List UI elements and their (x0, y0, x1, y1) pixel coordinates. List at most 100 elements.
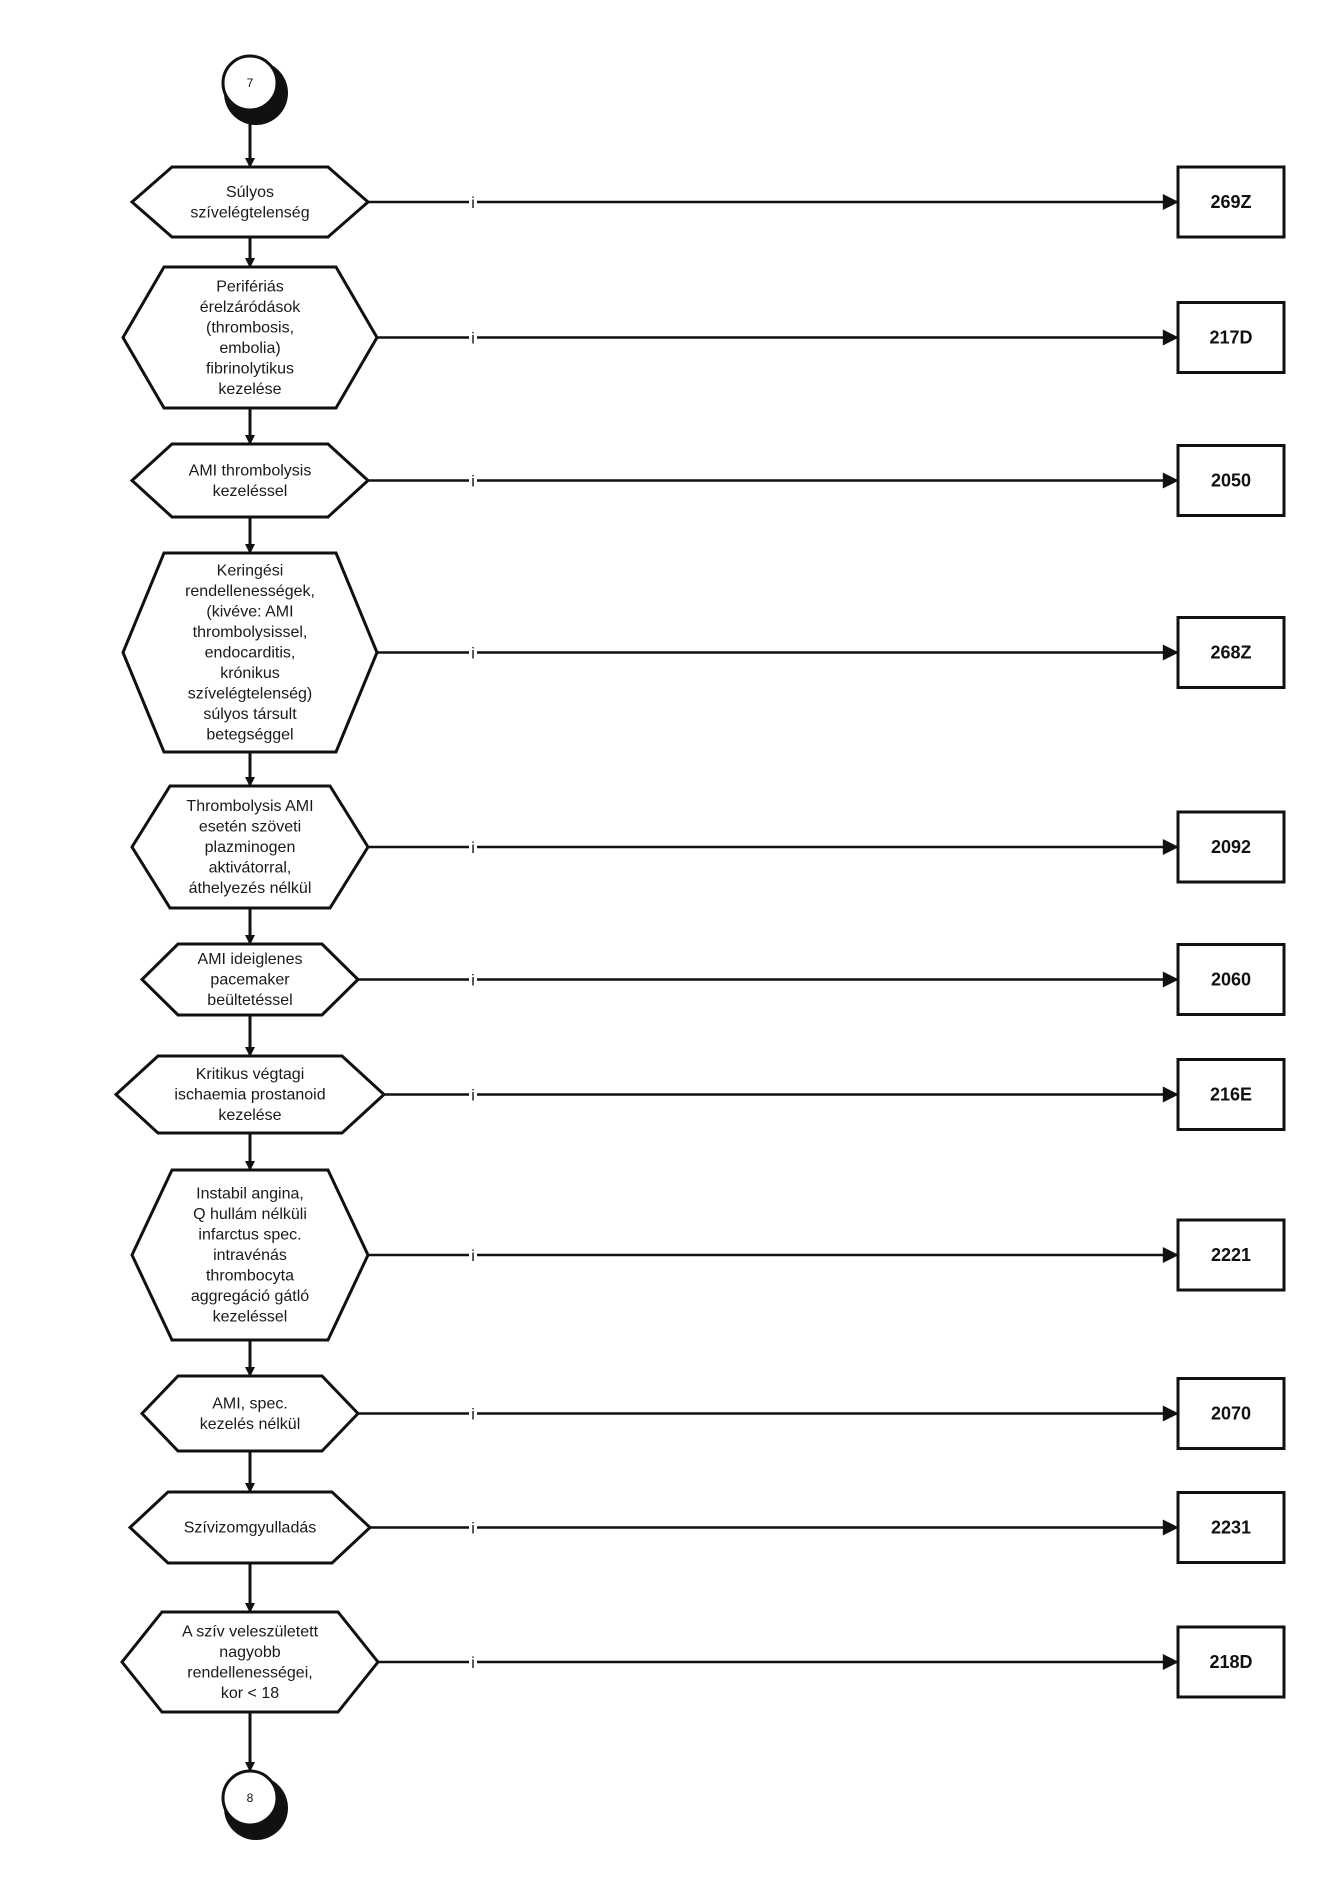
decision-node: Kritikus végtagi ischaemia prostanoid keze… (113, 1054, 1286, 1135)
branch-label-bg (469, 1516, 477, 1537)
decision-label-line: plazminogen (205, 839, 296, 856)
branch-label: i (471, 973, 475, 990)
outcome-code: 268Z (1210, 643, 1251, 663)
branch-label-bg (469, 191, 477, 211)
branch-label: i (471, 1088, 475, 1105)
decision-hexagon (120, 1610, 380, 1714)
decision-label-line: AMI ideiglenes (198, 951, 303, 968)
branch-label-bg (469, 469, 477, 490)
decision-label-line: A szív veleszületett (182, 1623, 319, 1640)
branch-label: i (471, 1521, 475, 1538)
decision-node: Súlyos szívelégtelenség i 269Z (129, 165, 1286, 239)
decision-label-line: thrombocyta (206, 1268, 294, 1285)
decision-label-line: betegséggel (206, 727, 293, 744)
outcome-code: 269Z (1210, 192, 1251, 212)
branch-label-bg (469, 1083, 477, 1104)
decision-label-line: krónikus (220, 665, 280, 682)
decision-label-line: aktivátorral, (209, 860, 292, 877)
branch-label: i (471, 195, 475, 212)
decision-label-line: súlyos társult (203, 706, 297, 723)
outcome-code: 216E (1210, 1085, 1252, 1105)
decision-label-line: Keringési (217, 563, 284, 580)
outcome-box (1176, 1377, 1286, 1450)
decision-label-line: kezelése (218, 1107, 281, 1124)
decision-label-line: szívelégtelenség (190, 204, 309, 221)
decision-node: AMI, spec. kezelés nélkül i 2070 (139, 1374, 1286, 1453)
decision-hexagon (139, 1374, 361, 1453)
start-connector-label: 7 (247, 76, 254, 90)
decision-node: A szív veleszületettnagyobbrendellenessé… (120, 1610, 1286, 1714)
decision-hexagon (129, 165, 371, 239)
outcome-code: 2231 (1211, 1518, 1251, 1538)
decision-label-line: (thrombosis, (206, 319, 294, 336)
outcome-code: 218D (1209, 1652, 1252, 1672)
decision-hexagon (130, 784, 370, 910)
decision-label-line: endocarditis, (205, 645, 296, 662)
decision-label-line: embolia) (219, 340, 280, 357)
decision-label-line: aggregáció gátló (191, 1288, 309, 1305)
outcome-code: 2060 (1211, 970, 1251, 990)
branch-label: i (471, 331, 475, 348)
decision-label-line: fibrinolytikus (206, 360, 294, 377)
decision-label-line: Szívizomgyulladás (184, 1520, 317, 1537)
decision-label-line: AMI, spec. (212, 1395, 288, 1412)
decision-hexagon (121, 265, 379, 410)
decision-label-line: ischaemia prostanoid (174, 1087, 325, 1104)
outcome-box (1176, 943, 1286, 1016)
branch-label: i (471, 1407, 475, 1424)
decision-label-line: kezeléssel (213, 483, 288, 500)
outcome-box (1176, 1625, 1286, 1699)
outcome-code: 2221 (1211, 1245, 1251, 1265)
decision-label-line: Súlyos (226, 184, 274, 201)
branch-label: i (471, 840, 475, 857)
outcome-box (1176, 1218, 1286, 1292)
decision-label-line: (kivéve: AMI (206, 604, 293, 621)
branch-label-bg (469, 641, 477, 662)
decision-label-line: nagyobb (219, 1644, 280, 1661)
outcome-box (1176, 165, 1286, 239)
decision-label-line: Kritikus végtagi (196, 1066, 305, 1083)
decision-node: Perifériásérelzáródások(thrombosis,embol… (121, 265, 1286, 410)
decision-node: Szívizomgyulladás i 2231 (127, 1490, 1286, 1565)
decision-label-line: kezeléssel (213, 1309, 288, 1326)
decision-label-line: kor < 18 (221, 1685, 279, 1702)
outcome-box (1176, 616, 1286, 689)
decision-label-line: rendellenességek, (185, 583, 315, 600)
outcome-box (1176, 1058, 1286, 1131)
decision-label-line: áthelyezés nélkül (189, 880, 312, 897)
decision-label-line: beültetéssel (207, 992, 292, 1009)
start-connector: 7 (221, 54, 288, 125)
outcome-box (1176, 1491, 1286, 1564)
decision-node: AMI ideiglenes pacemaker beültetéssel i 2060 (139, 942, 1286, 1017)
decision-hexagon (127, 1490, 373, 1565)
decision-hexagon (113, 1054, 387, 1135)
decision-label-line: szívelégtelenség) (188, 686, 313, 703)
branch-label-bg (469, 1651, 477, 1671)
decision-hexagon (129, 442, 371, 519)
decision-label-line: Thrombolysis AMI (186, 798, 313, 815)
decision-label-line: kezelés nélkül (200, 1416, 301, 1433)
decision-label-line: kezelése (218, 381, 281, 398)
decision-label-line: infarctus spec. (198, 1227, 301, 1244)
decision-node: Instabil angina,Q hullám nélküliinfarctu… (130, 1168, 1286, 1342)
branch-label-bg (469, 326, 477, 347)
outcome-code: 2050 (1211, 471, 1251, 491)
outcome-code: 2070 (1211, 1404, 1251, 1424)
outcome-box (1176, 301, 1286, 374)
decision-label-line: intravénás (213, 1247, 287, 1264)
decision-label-line: Instabil angina, (196, 1186, 304, 1203)
branch-label: i (471, 646, 475, 663)
outcome-box (1176, 444, 1286, 517)
decision-node: Thrombolysis AMI esetén szöveti plazminoge… (130, 784, 1286, 910)
decision-label-line: pacemaker (210, 972, 290, 989)
outcome-code: 217D (1209, 328, 1252, 348)
branch-label-bg (469, 1244, 477, 1264)
decision-label-line: esetén szöveti (199, 819, 301, 836)
branch-label: i (471, 1655, 475, 1672)
decision-hexagon (121, 551, 379, 754)
branch-label-bg (469, 1402, 477, 1423)
branch-label-bg (469, 836, 477, 856)
